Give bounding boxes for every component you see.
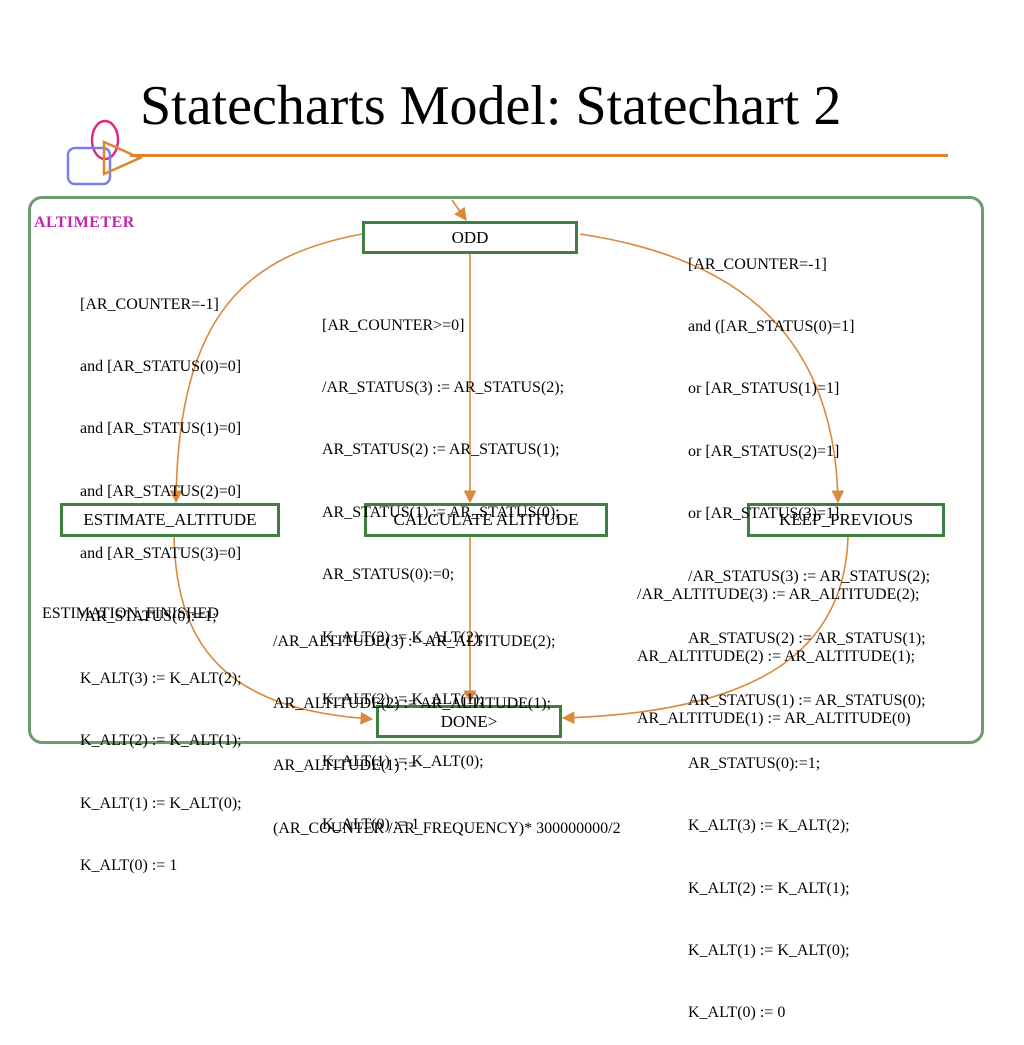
initial-arrow xyxy=(451,199,467,222)
state-keep-previous[interactable]: KEEP_PREVIOUS xyxy=(747,503,945,537)
arrow-estimate-done xyxy=(173,535,374,725)
transition-label-odd-calculate: [AR_COUNTER>=0] /AR_STATUS(3) := AR_STAT… xyxy=(322,316,565,833)
transition-arrows xyxy=(169,199,849,725)
transition-label-keep-done: /AR_ALTITUDE(3) := AR_ALTITUDE(2); AR_AL… xyxy=(637,585,920,728)
state-estimate-altitude[interactable]: ESTIMATE_ALTITUDE xyxy=(60,503,280,537)
arrow-odd-keep xyxy=(579,233,845,504)
decorative-shapes-icon xyxy=(66,119,144,186)
state-calculate-altitude[interactable]: CALCULATE ALTITUDE xyxy=(364,503,608,537)
arrow-keep-done xyxy=(561,535,849,725)
arrow-odd-estimate xyxy=(169,233,363,504)
state-done[interactable]: DONE> xyxy=(376,705,562,738)
transition-label-calculate-done: /AR_ALTITUDE(3) := AR_ALTITUDE(2); AR_AL… xyxy=(273,632,621,837)
slide-title: Statecharts Model: Statechart 2 xyxy=(140,75,842,137)
altimeter-container xyxy=(28,196,984,744)
container-label: ALTIMETER xyxy=(34,214,135,231)
title-underline xyxy=(130,154,948,157)
state-odd[interactable]: ODD xyxy=(362,221,578,254)
transition-label-estimate-done: ESTIMATION_FINISHED xyxy=(42,604,219,622)
